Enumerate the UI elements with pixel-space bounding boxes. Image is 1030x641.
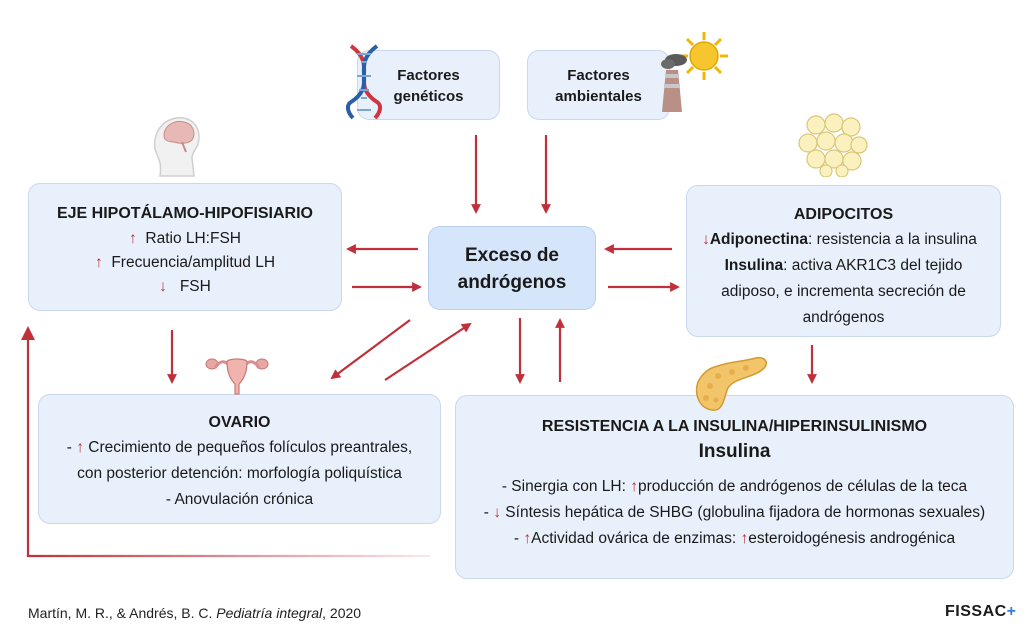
eje-hipotalamo-box: EJE HIPOTÁLAMO-HIPOFISIARIO ↑ Ratio LH:F… — [28, 183, 342, 311]
eje-item-2: ↑ Frecuencia/amplitud LH — [94, 254, 276, 271]
ovario-title: OVARIO — [208, 414, 271, 431]
uterus-icon — [205, 358, 269, 395]
pancreas-icon — [695, 356, 767, 411]
arrow-exceso-to-ovario — [330, 319, 411, 380]
eje-item-1: ↑ Ratio LH:FSH — [129, 230, 241, 247]
dna-icon — [345, 44, 383, 120]
factores-geneticos-line1: Factores — [397, 67, 460, 84]
factores-ambientales-line2: ambientales — [555, 88, 642, 105]
ovario-box: OVARIO - ↑ Crecimiento de pequeños folíc… — [38, 394, 441, 524]
ovario-line-3: - Anovulación crónica — [165, 491, 314, 508]
resistencia-line-2: - ↓ Síntesis hepática de SHBG (globulina… — [483, 504, 986, 521]
human-head-brain-icon — [153, 117, 200, 177]
factores-ambientales-box: Factores ambientales — [527, 50, 670, 120]
arrow-resistencia-to-eje — [26, 334, 430, 558]
brand-logo: FISSAC+ — [945, 603, 1017, 620]
exceso-line2: andrógenos — [457, 272, 567, 293]
adipocitos-box: ADIPOCITOS ↓Adiponectina: resistencia a … — [686, 185, 1001, 337]
resistencia-insulina-box: RESISTENCIA A LA INSULINA/HIPERINSULINIS… — [455, 395, 1014, 579]
resistencia-line-3: - ↑Actividad ovárica de enzimas: ↑estero… — [513, 530, 956, 547]
ovario-line-1: - ↑ Crecimiento de pequeños folículos pr… — [66, 439, 413, 456]
exceso-androgenos-box: Exceso de andrógenos — [428, 226, 596, 310]
adipocytes-icon — [798, 113, 868, 177]
factores-ambientales-line1: Factores — [567, 67, 630, 84]
exceso-line1: Exceso de — [465, 245, 559, 266]
adipocitos-line-3: adiposo, e incrementa secreción de — [721, 283, 966, 300]
factores-geneticos-line2: genéticos — [393, 88, 464, 105]
factory-sun-icon — [661, 32, 728, 112]
eje-item-3: ↓ FSH — [159, 278, 211, 295]
resistencia-line-1: - Sinergia con LH: ↑producción de andróg… — [501, 478, 968, 495]
adipocitos-line-4: andrógenos — [802, 309, 885, 326]
eje-title: EJE HIPOTÁLAMO-HIPOFISIARIO — [56, 205, 313, 222]
arrow-ovario-to-exceso — [384, 322, 472, 381]
citation: Martín, M. R., & Andrés, B. C. Pediatría… — [28, 605, 362, 621]
resistencia-subtitle: Insulina — [698, 441, 771, 462]
adipocitos-line-1: ↓Adiponectina: resistencia a la insulina — [702, 231, 977, 248]
adipocitos-line-2: Insulina: activa AKR1C3 del tejido — [724, 257, 963, 274]
ovario-line-2: con posterior detención: morfología poli… — [77, 465, 402, 482]
resistencia-title: RESISTENCIA A LA INSULINA/HIPERINSULINIS… — [541, 418, 928, 435]
adipocitos-title: ADIPOCITOS — [793, 206, 894, 223]
